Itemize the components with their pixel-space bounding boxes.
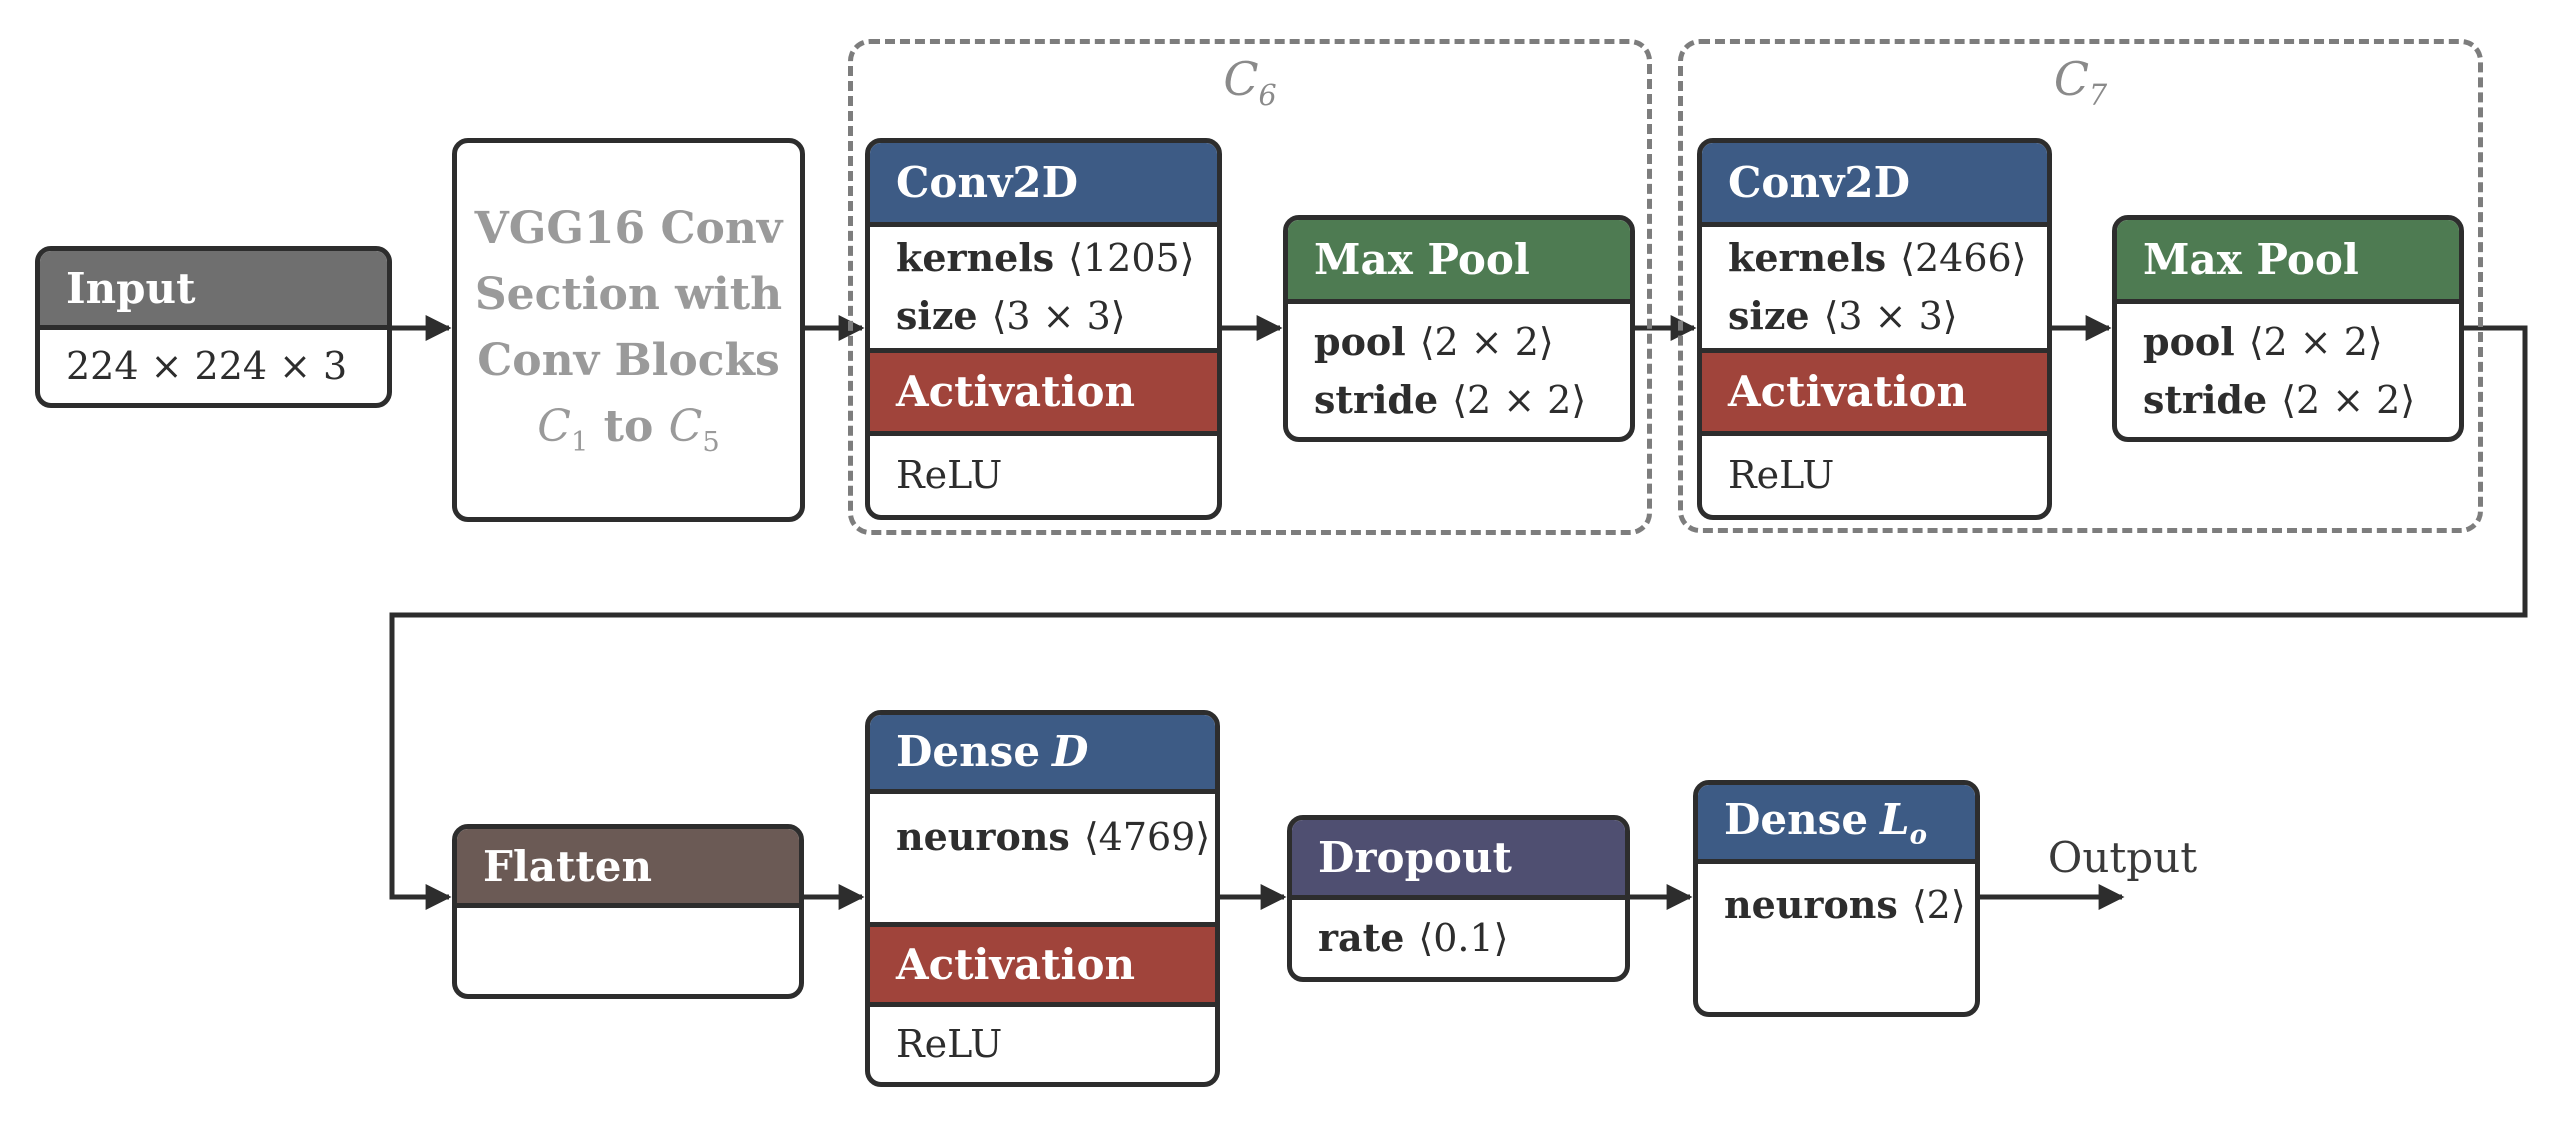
- output-label: Output: [2047, 833, 2198, 882]
- param-line: size⟨3 × 3⟩: [896, 293, 1126, 339]
- dropout-box: Dropout rate⟨0.1⟩: [1287, 815, 1630, 982]
- vgg-line2: Section with: [474, 269, 783, 321]
- input-header: Input: [40, 251, 387, 326]
- param-line: size⟨3 × 3⟩: [1728, 293, 1958, 339]
- maxpool-c6-title: Max Pool: [1314, 235, 1530, 285]
- input-shape: 224 × 224 × 3: [66, 344, 348, 389]
- conv2d-c7-title: Conv2D: [1728, 157, 1911, 207]
- dense-d-activation-body: ReLU: [870, 1001, 1215, 1082]
- conv2d-c6-activation-body: ReLU: [870, 430, 1217, 515]
- activation-title: Activation: [896, 367, 1136, 417]
- group-c6: C6: [848, 39, 1652, 535]
- input-title: Input: [66, 263, 196, 313]
- flatten-header: Flatten: [457, 829, 799, 904]
- conv2d-c6-header: Conv2D: [870, 143, 1217, 222]
- group-c7-label: C7: [2053, 52, 2108, 113]
- activation-fn: ReLU: [896, 452, 1003, 497]
- activation-title: Activation: [1728, 367, 1968, 417]
- vgg-section-text: VGG16 Conv Section with Conv Blocks C1 t…: [457, 143, 800, 517]
- param-line: pool⟨2 × 2⟩: [1314, 318, 1554, 364]
- vgg-line3: Conv Blocks: [477, 335, 780, 387]
- maxpool-c6-box: Max Pool pool⟨2 × 2⟩ stride⟨2 × 2⟩: [1283, 215, 1635, 442]
- conv2d-c7-activation-body: ReLU: [1702, 430, 2047, 515]
- flatten-box: Flatten: [452, 824, 804, 999]
- conv2d-c7-activation-header: Activation: [1702, 347, 2047, 431]
- flatten-title: Flatten: [483, 841, 653, 891]
- vgg-line1: VGG16 Conv: [474, 203, 783, 255]
- dense-d-activation-header: Activation: [870, 922, 1215, 1002]
- param-line: kernels⟨2466⟩: [1728, 235, 2027, 281]
- activation-fn: ReLU: [1728, 452, 1835, 497]
- param-line: rate⟨0.1⟩: [1318, 915, 1509, 961]
- param-line: stride⟨2 × 2⟩: [1314, 376, 1587, 422]
- conv2d-c6-activation-header: Activation: [870, 347, 1217, 431]
- input-body: 224 × 224 × 3: [40, 325, 387, 403]
- dense-lo-body: neurons⟨2⟩: [1698, 858, 1975, 1012]
- input-box: Input 224 × 224 × 3: [35, 246, 392, 408]
- group-c6-label: C6: [1223, 52, 1277, 113]
- conv2d-c6-title: Conv2D: [896, 157, 1079, 207]
- dropout-header: Dropout: [1292, 820, 1625, 895]
- group-c7: C7: [1678, 39, 2483, 533]
- param-line: kernels⟨1205⟩: [896, 235, 1195, 281]
- conv2d-c7-params: kernels⟨2466⟩ size⟨3 × 3⟩: [1702, 221, 2047, 348]
- flatten-body: [457, 903, 799, 994]
- maxpool-c6-header: Max Pool: [1288, 220, 1630, 300]
- dropout-title: Dropout: [1318, 832, 1512, 882]
- param-line: neurons⟨2⟩: [1724, 881, 1966, 927]
- maxpool-c7-title: Max Pool: [2143, 235, 2359, 285]
- conv2d-c7-header: Conv2D: [1702, 143, 2047, 222]
- param-line: pool⟨2 × 2⟩: [2143, 318, 2383, 364]
- maxpool-c7-header: Max Pool: [2117, 220, 2459, 300]
- conv2d-c6-box: Conv2D kernels⟨1205⟩ size⟨3 × 3⟩ Activat…: [865, 138, 1222, 520]
- maxpool-c7-params: pool⟨2 × 2⟩ stride⟨2 × 2⟩: [2117, 299, 2459, 437]
- vgg-block-range: C1 to C5: [537, 401, 720, 458]
- param-line: neurons⟨4769⟩: [896, 813, 1211, 859]
- activation-title: Activation: [896, 939, 1136, 989]
- param-line: stride⟨2 × 2⟩: [2143, 376, 2416, 422]
- conv2d-c7-box: Conv2D kernels⟨2466⟩ size⟨3 × 3⟩ Activat…: [1697, 138, 2052, 520]
- maxpool-c6-params: pool⟨2 × 2⟩ stride⟨2 × 2⟩: [1288, 299, 1630, 437]
- dense-d-params: neurons⟨4769⟩: [870, 788, 1215, 923]
- maxpool-c7-box: Max Pool pool⟨2 × 2⟩ stride⟨2 × 2⟩: [2112, 215, 2464, 442]
- dropout-body: rate⟨0.1⟩: [1292, 894, 1625, 977]
- conv2d-c6-params: kernels⟨1205⟩ size⟨3 × 3⟩: [870, 221, 1217, 348]
- activation-fn: ReLU: [896, 1021, 1003, 1066]
- vgg-section-box: VGG16 Conv Section with Conv Blocks C1 t…: [452, 138, 805, 522]
